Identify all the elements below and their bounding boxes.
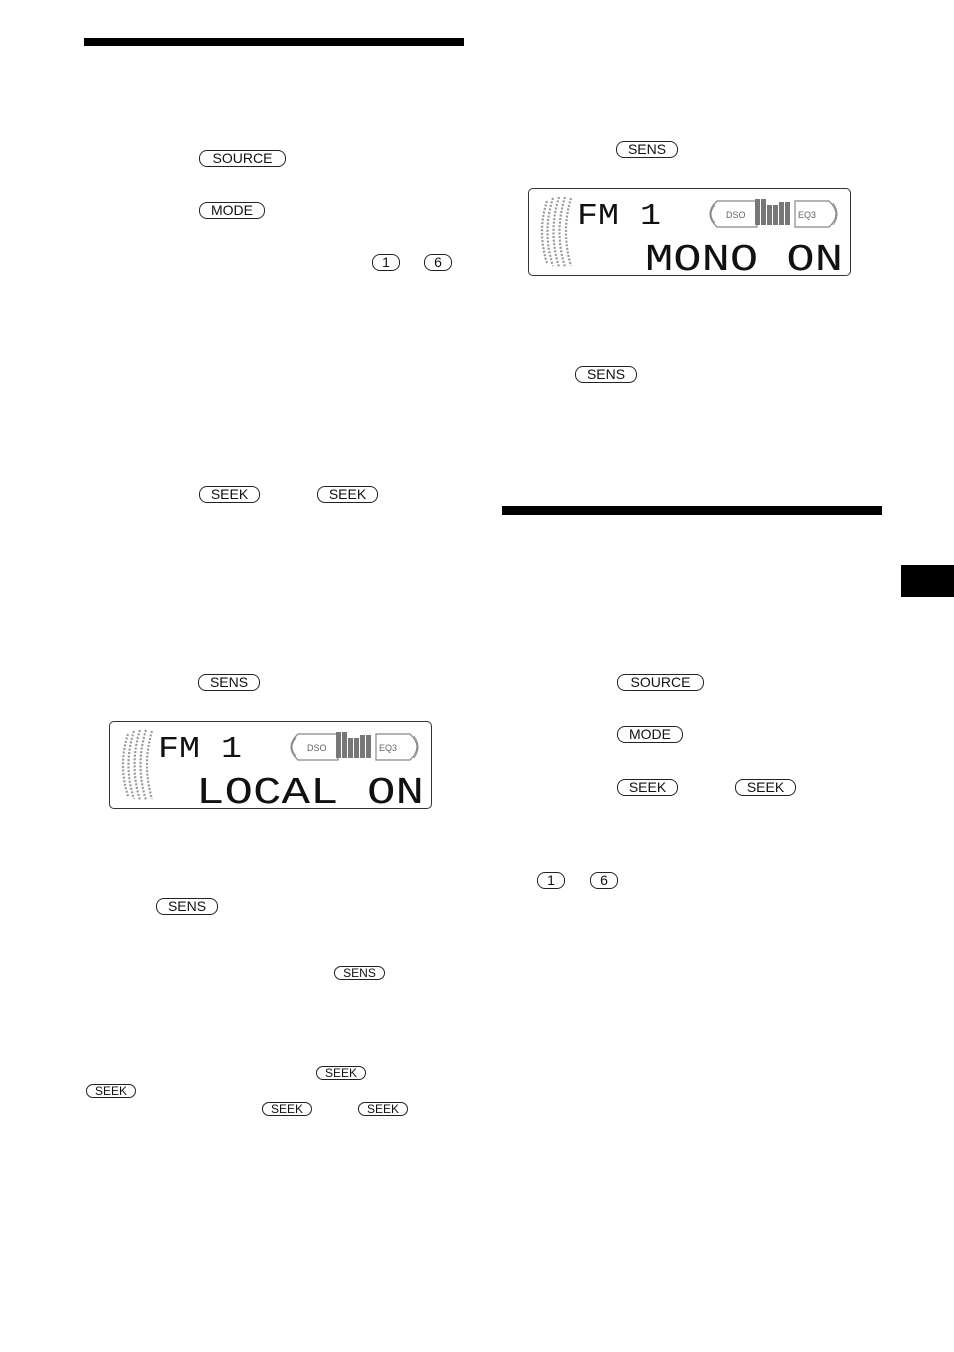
lcd-display-mono-graphic: DSO EQ3 FM 1 MONO ON — [540, 196, 843, 275]
sens-key-small: SENS — [334, 966, 385, 980]
seek-key-small-3: SEEK — [262, 1102, 312, 1116]
dso-indicator-icon: DSO — [290, 733, 339, 761]
lcd-display-local: DSO EQ3 FM 1 LOCAL ON — [109, 721, 432, 809]
mode-key-right: MODE — [617, 726, 683, 743]
sens-key-right: SENS — [616, 141, 678, 158]
svg-text:EQ3: EQ3 — [379, 743, 397, 753]
dso-indicator-icon: DSO — [709, 200, 758, 228]
equalizer-bars-icon — [336, 732, 371, 758]
mode-key: MODE — [199, 202, 265, 219]
eq3-indicator-icon: EQ3 — [794, 200, 838, 228]
preset-1-key: 1 — [372, 254, 400, 271]
lcd-message-text: MONO ON — [645, 239, 843, 275]
seek-key-small-2: SEEK — [86, 1084, 136, 1098]
spectrum-arc-icon — [540, 196, 573, 268]
sens-key-right-2: SENS — [575, 366, 637, 383]
lcd-band-text: FM 1 — [158, 732, 242, 767]
section-rule-left — [84, 38, 464, 46]
seek-plus-key-right: SEEK — [735, 779, 796, 796]
preset-1-key-right: 1 — [537, 872, 565, 889]
lcd-band-text: FM 1 — [577, 199, 661, 234]
seek-plus-key: SEEK — [317, 486, 378, 503]
svg-text:EQ3: EQ3 — [798, 210, 816, 220]
seek-minus-key: SEEK — [199, 486, 260, 503]
section-rule-right — [502, 506, 882, 515]
lcd-display-mono: DSO EQ3 FM 1 MONO ON — [528, 188, 851, 276]
seek-minus-key-right: SEEK — [617, 779, 678, 796]
source-key: SOURCE — [199, 150, 286, 167]
page-edge-tab — [901, 565, 954, 597]
seek-key-small-4: SEEK — [358, 1102, 408, 1116]
lcd-message-text: LOCAL ON — [196, 772, 424, 808]
sens-key-2: SENS — [156, 898, 218, 915]
source-key-right: SOURCE — [617, 674, 704, 691]
sens-key: SENS — [198, 674, 260, 691]
svg-text:DSO: DSO — [307, 743, 327, 753]
svg-text:DSO: DSO — [726, 210, 746, 220]
spectrum-arc-icon — [121, 729, 154, 801]
equalizer-bars-icon — [755, 199, 790, 225]
lcd-display-local-graphic: DSO EQ3 FM 1 LOCAL ON — [121, 729, 424, 808]
preset-6-key-right: 6 — [590, 872, 618, 889]
preset-6-key: 6 — [424, 254, 452, 271]
eq3-indicator-icon: EQ3 — [375, 733, 419, 761]
seek-key-small-1: SEEK — [316, 1066, 366, 1080]
